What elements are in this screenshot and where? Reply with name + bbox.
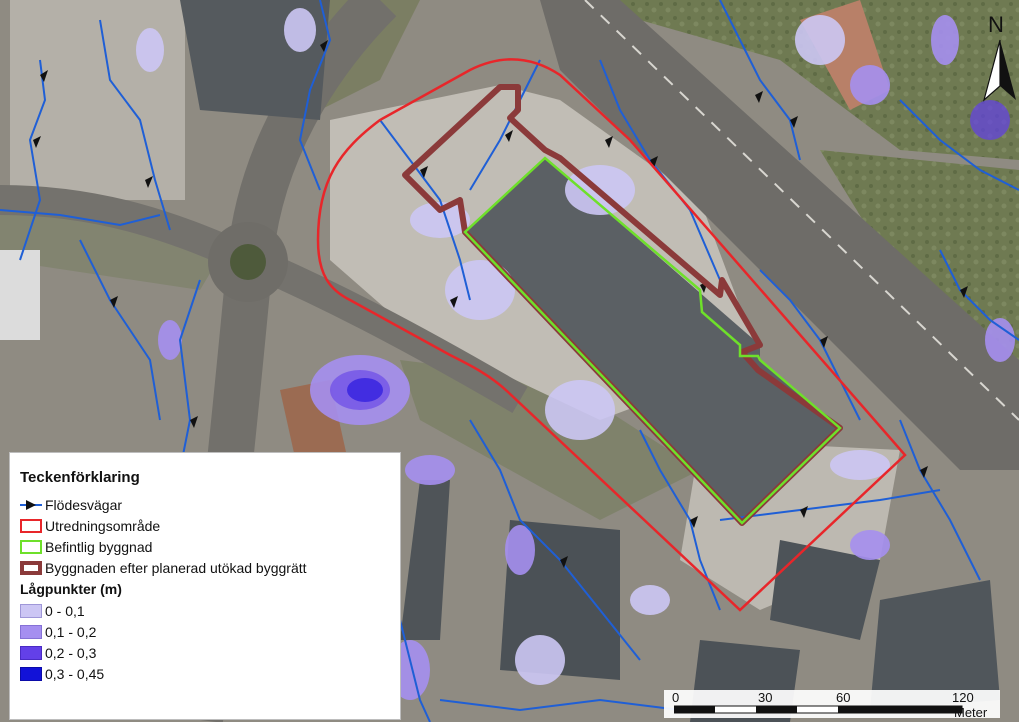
- green-outline-swatch: [20, 539, 42, 554]
- scale-bar: 0 30 60 120 Meter: [664, 690, 1000, 720]
- legend-title: Teckenförklaring: [20, 469, 140, 486]
- scale-tick-label: 120: [952, 690, 974, 705]
- building: [870, 580, 1000, 710]
- flow-arrow-icon: [20, 499, 42, 510]
- legend-class-label: 0,2 - 0,3: [45, 644, 97, 661]
- scale-tick-label: 60: [836, 690, 851, 705]
- legend-item-label: Flödesvägar: [45, 496, 123, 513]
- scale-unit-label: Meter: [954, 705, 988, 720]
- class-swatch: [20, 645, 42, 660]
- legend-class-label: 0,1 - 0,2: [45, 623, 97, 640]
- building: [400, 480, 450, 640]
- parking-lot: [10, 0, 185, 200]
- legend-class-1: 0,1 - 0,2: [20, 621, 390, 642]
- legend-item-label: Byggnaden efter planerad utökad byggrätt: [45, 559, 307, 576]
- legend-subtitle: Lågpunkter (m): [20, 581, 122, 597]
- legend-class-0: 0 - 0,1: [20, 600, 390, 621]
- legend-item-existing-building: Befintlig byggnad: [20, 536, 390, 557]
- north-arrow-icon: [982, 39, 1016, 102]
- class-swatch: [20, 603, 42, 618]
- legend-item-label: Utredningsområde: [45, 517, 161, 534]
- main-road: [540, 0, 1019, 470]
- legend-item-study-area: Utredningsområde: [20, 515, 390, 536]
- green-area: [820, 150, 1019, 370]
- building: [0, 250, 40, 340]
- existing-building-roof: [465, 158, 840, 523]
- brown-outline-swatch: [20, 560, 42, 575]
- scale-tick-label: 0: [672, 690, 680, 705]
- green-area: [400, 360, 700, 520]
- building: [770, 540, 880, 640]
- legend-item-planned-building: Byggnaden efter planerad utökad byggrätt: [20, 557, 390, 578]
- green-area: [560, 0, 1019, 160]
- legend-item-label: Befintlig byggnad: [45, 538, 153, 555]
- legend-class-2: 0,2 - 0,3: [20, 642, 390, 663]
- flow-direction-arrows: [33, 40, 968, 568]
- north-label: N: [988, 12, 1004, 37]
- legend-item-flow-paths: Flödesvägar: [20, 494, 390, 515]
- map-legend: Teckenförklaring Flödesvägar Utredningso…: [9, 452, 401, 720]
- legend-class-label: 0,3 - 0,45: [45, 665, 105, 682]
- north-arrow: N: [982, 12, 1018, 102]
- legend-class-3: 0,3 - 0,45: [20, 663, 390, 684]
- class-swatch: [20, 624, 42, 639]
- existing-building-outline: [463, 156, 842, 525]
- red-outline-swatch: [20, 518, 42, 533]
- class-swatch: [20, 666, 42, 681]
- planned-building-outline: [402, 84, 843, 526]
- legend-class-label: 0 - 0,1: [45, 602, 85, 619]
- scale-tick-label: 30: [758, 690, 773, 705]
- roundabout-center: [230, 244, 266, 280]
- scale-bar-graphic: [674, 705, 963, 714]
- study-area-outline: [316, 58, 907, 612]
